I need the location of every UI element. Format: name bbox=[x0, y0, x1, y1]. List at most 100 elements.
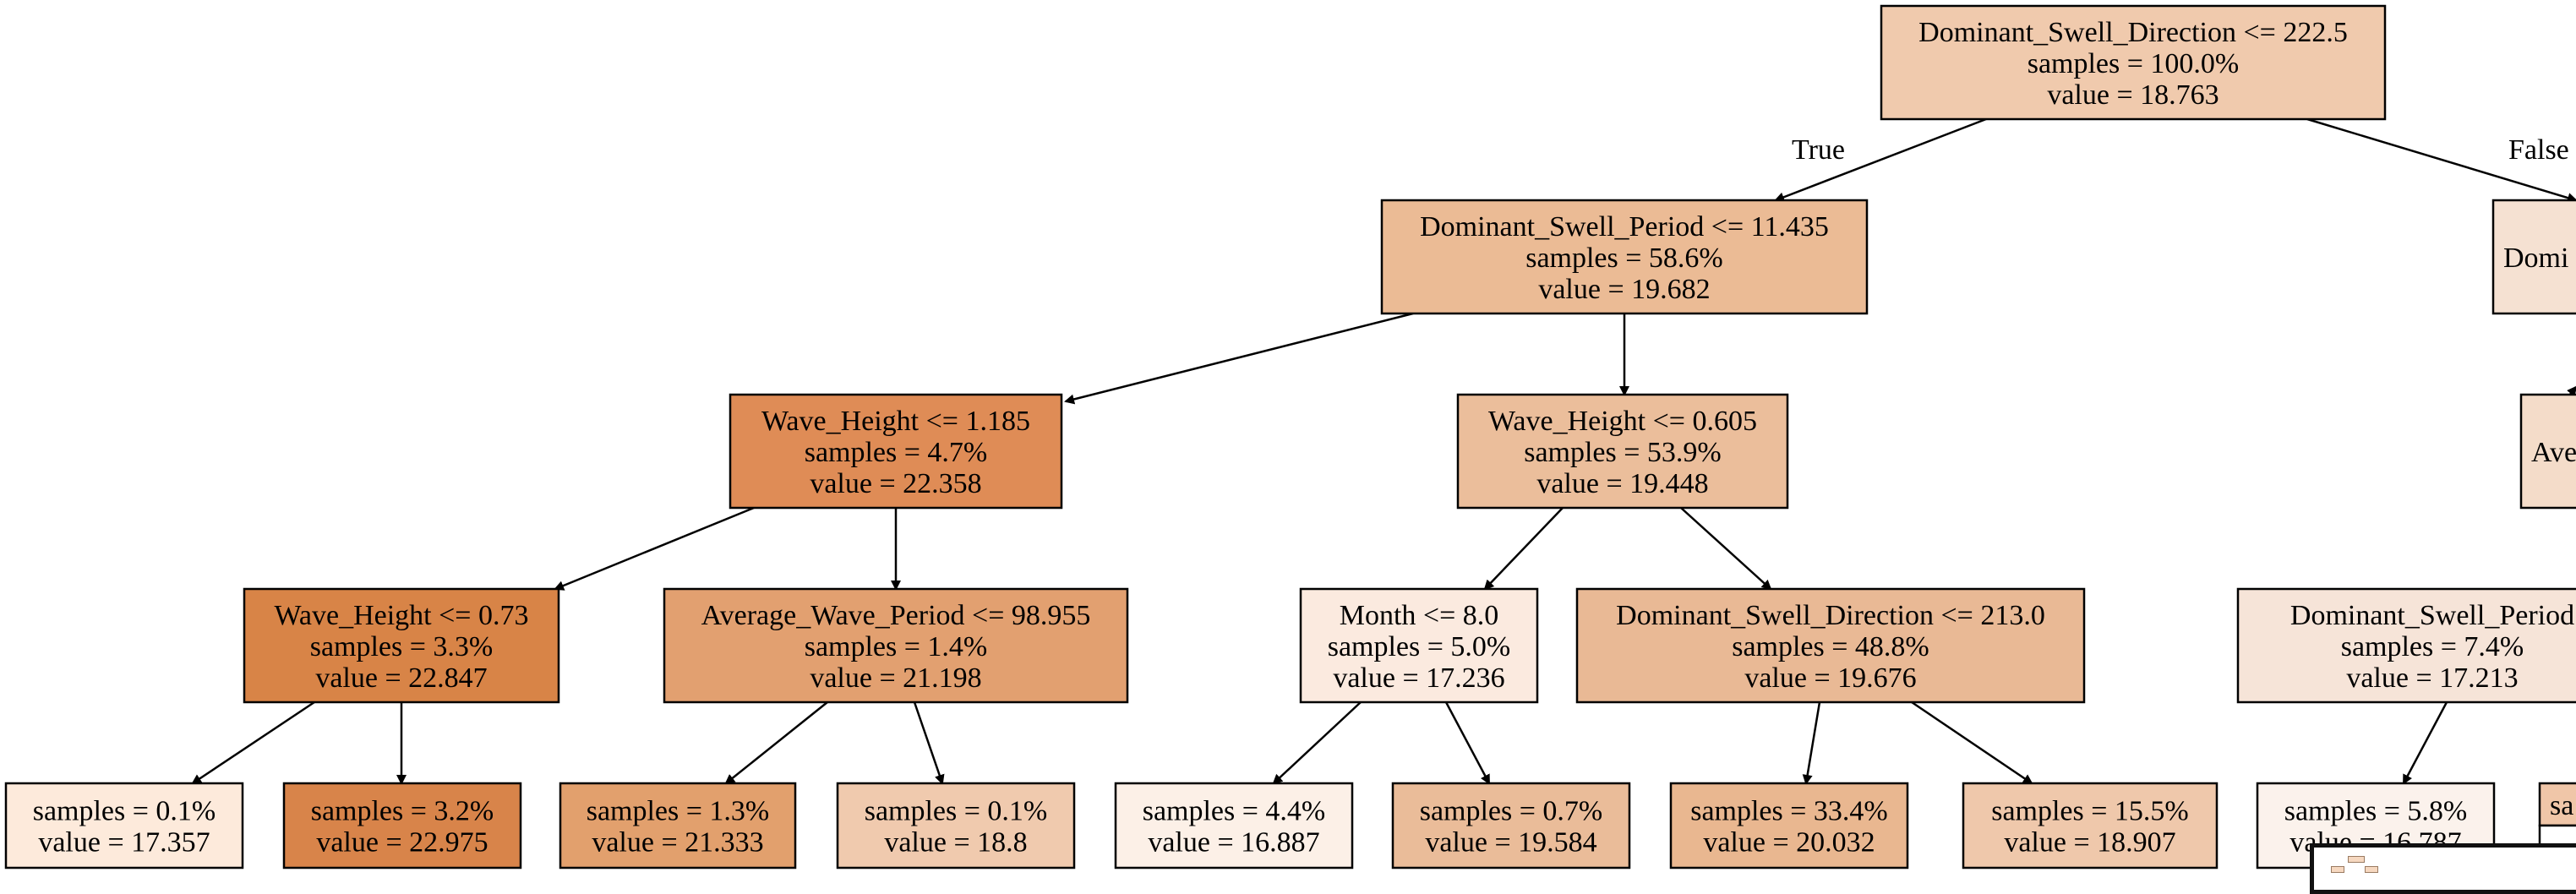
node-box bbox=[1391, 782, 1631, 869]
node-samples: samples = 58.6% bbox=[1525, 243, 1723, 274]
node-samples: samples = 0.7% bbox=[1420, 796, 1603, 827]
node-value: value = 18.907 bbox=[2004, 827, 2175, 859]
node-samples: samples = 15.5% bbox=[1991, 796, 2189, 827]
node-box bbox=[1456, 393, 1789, 510]
node-split-rule: Wave_Height <= 0.605 bbox=[1488, 406, 1757, 437]
tree-edge-arrow bbox=[1680, 507, 1772, 591]
tree-edge-arrow bbox=[2306, 117, 2576, 203]
node-value: value = 22.975 bbox=[316, 827, 488, 859]
tree-edge-arrow bbox=[724, 701, 828, 785]
tree-edge-arrow bbox=[1911, 700, 2033, 785]
node-split-rule: Dominant_Swell_Direction <= 213.0 bbox=[1616, 600, 2045, 631]
node-box bbox=[282, 782, 522, 869]
node-box bbox=[4, 782, 244, 869]
leaf-node: samples = 15.5%value = 18.907 bbox=[1962, 782, 2219, 869]
node-split-rule: Month <= 8.0 bbox=[1340, 600, 1499, 631]
tree-edge-arrow bbox=[1774, 117, 1987, 203]
node-samples: samples = 5.8% bbox=[2284, 796, 2468, 827]
leaf-node: samples = 0.1%value = 18.8 bbox=[836, 782, 1076, 869]
node-value: value = 20.032 bbox=[1703, 827, 1875, 859]
node-value: value = 16.887 bbox=[1148, 827, 1319, 859]
node-split-rule: Dominant_Swell_Direction <= 222.5 bbox=[1918, 17, 2348, 48]
tree-edge-arrow bbox=[1444, 701, 1491, 785]
tree-edge-arrow bbox=[1483, 507, 1564, 591]
node-value: value = 17.213 bbox=[2346, 662, 2518, 694]
node-right-partial: Domi bbox=[2491, 199, 2576, 315]
node-split-rule: Wave_Height <= 0.73 bbox=[275, 600, 529, 631]
node-samples: samples = 4.7% bbox=[805, 437, 988, 468]
tree-edge-arrow bbox=[554, 506, 755, 591]
node-split-rule: Wave_Height <= 1.185 bbox=[761, 406, 1030, 437]
node-samples: samples = 33.4% bbox=[1690, 796, 1888, 827]
node-box bbox=[559, 782, 797, 869]
node-box bbox=[1380, 199, 1869, 315]
leaf-node: samples = 0.1%value = 17.357 bbox=[4, 782, 244, 869]
node-box bbox=[663, 587, 1129, 704]
node-value: value = 19.448 bbox=[1536, 468, 1708, 499]
node-value: value = 17.357 bbox=[38, 827, 210, 859]
tree-edge-arrow bbox=[913, 701, 945, 785]
node-value: value = 18.8 bbox=[884, 827, 1027, 859]
tree-edge-arrow bbox=[1272, 701, 1362, 785]
node-box bbox=[729, 393, 1063, 510]
tree-edge-arrow bbox=[2402, 701, 2448, 785]
node-value: value = 17.236 bbox=[1333, 662, 1504, 694]
node-samples: samples = 3.2% bbox=[311, 796, 494, 827]
node-value: value = 21.198 bbox=[810, 662, 981, 694]
node-value: Ave bbox=[2531, 437, 2576, 468]
node-samples: samples = 1.4% bbox=[805, 631, 988, 662]
node-samples: samples = 4.4% bbox=[1143, 796, 1326, 827]
leaf-node: samples = 4.4%value = 16.887 bbox=[1114, 782, 1354, 869]
node-split-rule: Dominant_Swell_Period <= 11.435 bbox=[1420, 211, 1829, 243]
node-value: value = 19.682 bbox=[1538, 274, 1710, 305]
node-samples: samples = 5.0% bbox=[1328, 631, 1511, 662]
node-split-rule: Dominant_Swell_Period bbox=[2290, 600, 2574, 631]
node-box bbox=[836, 782, 1076, 869]
node-value: value = 19.676 bbox=[1744, 662, 1916, 694]
leaf-node: samples = 3.2%value = 22.975 bbox=[282, 782, 522, 869]
node-box bbox=[243, 587, 560, 704]
node-value: sa bbox=[2550, 790, 2573, 821]
node-box bbox=[1575, 587, 2086, 704]
node-value: value = 19.584 bbox=[1425, 827, 1596, 859]
leaf-node-partial: sa bbox=[2538, 782, 2576, 827]
false-branch-label: False bbox=[2508, 134, 2569, 166]
node-samples: samples = 100.0% bbox=[2028, 48, 2240, 79]
leaf-node: samples = 0.7%value = 19.584 bbox=[1391, 782, 1631, 869]
leaf-node: samples = 33.4%value = 20.032 bbox=[1669, 782, 1909, 869]
node-value: Domi bbox=[2503, 243, 2568, 274]
minimap-thumbnail[interactable] bbox=[2310, 843, 2576, 894]
tree-edge-arrow bbox=[1064, 312, 1414, 405]
node-right-partial-2: Ave bbox=[2519, 393, 2576, 510]
node-samples: samples = 7.4% bbox=[2341, 631, 2524, 662]
node-box bbox=[2236, 587, 2576, 704]
tree-edge-arrow bbox=[1802, 701, 1821, 785]
node-samples: samples = 3.3% bbox=[310, 631, 494, 662]
node-samples: samples = 53.9% bbox=[1524, 437, 1722, 468]
node-box bbox=[2538, 782, 2576, 827]
decision-tree-diagram: True False Dominant_Swell_Direction <= 22… bbox=[4, 4, 2576, 869]
node-samples: samples = 48.8% bbox=[1732, 631, 1929, 662]
node-value: value = 21.333 bbox=[592, 827, 763, 859]
node-box bbox=[1880, 4, 2387, 121]
node-samples: samples = 1.3% bbox=[587, 796, 770, 827]
node-dominant-swell-direction-213: Dominant_Swell_Direction <= 213.0samples… bbox=[1575, 587, 2086, 704]
tree-edge-arrow bbox=[191, 700, 315, 785]
true-branch-label: True bbox=[1792, 134, 1845, 166]
node-samples: samples = 0.1% bbox=[865, 796, 1048, 827]
node-samples: samples = 0.1% bbox=[33, 796, 216, 827]
node-value: value = 22.847 bbox=[315, 662, 487, 694]
node-value: value = 22.358 bbox=[810, 468, 981, 499]
node-box bbox=[1114, 782, 1354, 869]
leaf-node: samples = 1.3%value = 21.333 bbox=[559, 782, 797, 869]
node-box bbox=[1962, 782, 2219, 869]
root-node: Dominant_Swell_Direction <= 222.5samples… bbox=[1880, 4, 2387, 121]
node-box bbox=[2519, 393, 2576, 510]
